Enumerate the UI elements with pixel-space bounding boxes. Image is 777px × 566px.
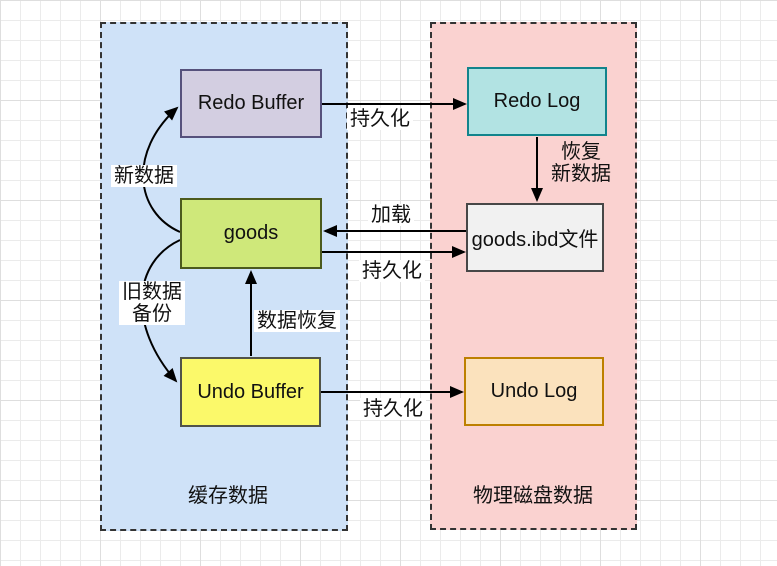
- edge-label-new-data: 新数据: [111, 165, 177, 187]
- edge-label-data-recovery: 数据恢复: [254, 310, 340, 332]
- node-redo-buffer: Redo Buffer: [180, 69, 322, 138]
- edge-label-load: 加载: [368, 204, 414, 226]
- edge-label-persist-goods: 持久化: [359, 260, 425, 282]
- node-undo-log: Undo Log: [464, 357, 604, 426]
- node-undo-buffer: Undo Buffer: [180, 357, 321, 427]
- edge-label-recover-new: 恢复 新数据: [551, 141, 611, 185]
- node-redo-log-label: Redo Log: [493, 90, 581, 112]
- disk-container-label: 物理磁盘数据: [473, 485, 593, 507]
- node-goods-ibd: goods.ibd文件: [466, 203, 604, 272]
- node-redo-buffer-label: Redo Buffer: [197, 92, 305, 114]
- edge-label-old-data: 旧数据 备份: [119, 281, 185, 325]
- cache-container-label: 缓存数据: [188, 485, 268, 507]
- edge-label-persist-undo: 持久化: [360, 398, 426, 420]
- node-undo-log-label: Undo Log: [490, 380, 578, 402]
- node-goods: goods: [180, 198, 322, 269]
- node-undo-buffer-label: Undo Buffer: [197, 380, 304, 403]
- node-goods-ibd-label: goods.ibd文件: [471, 229, 599, 251]
- node-redo-log: Redo Log: [467, 67, 607, 136]
- edge-label-persist-redo: 持久化: [347, 108, 413, 130]
- node-goods-label: goods: [223, 222, 279, 244]
